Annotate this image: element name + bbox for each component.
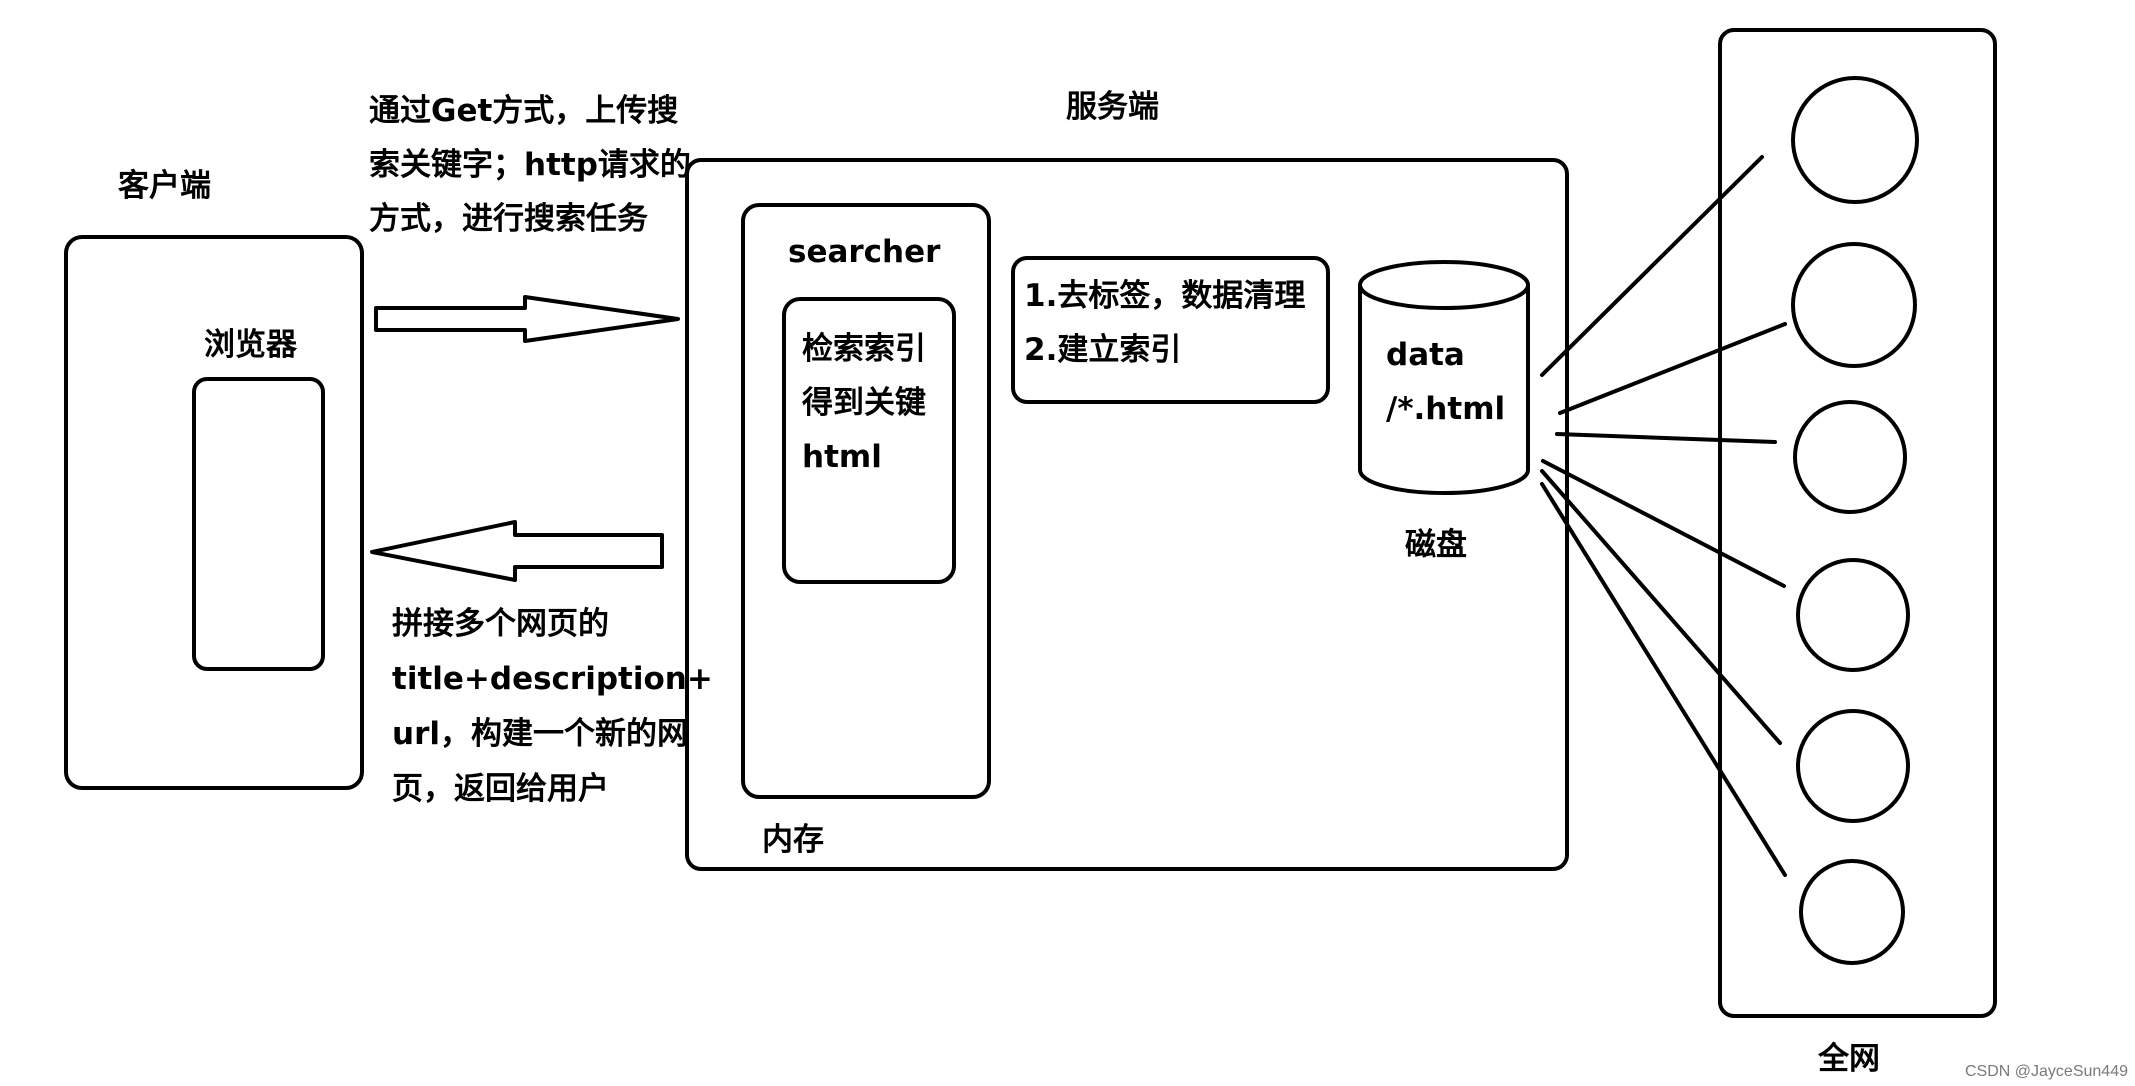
searcher-inner-line: html [802,439,882,475]
searcher-label: searcher [788,234,941,270]
memory-label: 内存 [762,822,824,858]
web-node [1791,242,1917,368]
response-arrow [370,520,664,582]
step-line: 1.去标签，数据清理 [1024,278,1306,314]
server-box [685,158,1569,871]
watermark: CSDN @JayceSun449 [1965,1063,2128,1080]
request-arrow [374,295,680,343]
disk-label: 磁盘 [1405,527,1467,563]
steps-box [1011,256,1330,404]
response-note-line: title+description+ [392,661,713,697]
client-label: 客户端 [118,168,211,204]
whole-web-box [1718,28,1997,1018]
whole-web-label: 全网 [1818,1041,1880,1077]
searcher-box [741,203,991,799]
request-note-line: 通过Get方式，上传搜 [369,93,679,129]
data-store-line: /*.html [1386,391,1506,427]
searcher-inner-line: 得到关键 [802,385,926,421]
searcher-inner-box [782,297,956,584]
request-note-line: 方式，进行搜索任务 [369,201,648,237]
web-node [1793,400,1907,514]
client-box [64,235,364,790]
browser-label: 浏览器 [204,327,297,363]
request-note-line: 索关键字；http请求的 [369,147,691,183]
server-label: 服务端 [1066,89,1159,125]
response-note-line: 页，返回给用户 [392,771,609,807]
web-node [1791,76,1919,204]
web-node [1796,709,1910,823]
step-line: 2.建立索引 [1024,332,1182,368]
web-node [1796,558,1910,672]
response-note-line: url，构建一个新的网 [392,716,688,752]
response-note-line: 拼接多个网页的 [392,606,609,642]
crawl-lines [1540,155,1787,877]
disk-cylinder [1358,260,1530,495]
searcher-inner-line: 检索索引 [802,331,926,367]
web-node [1799,859,1905,965]
browser-box [192,377,325,671]
data-store-line: data [1386,337,1465,373]
